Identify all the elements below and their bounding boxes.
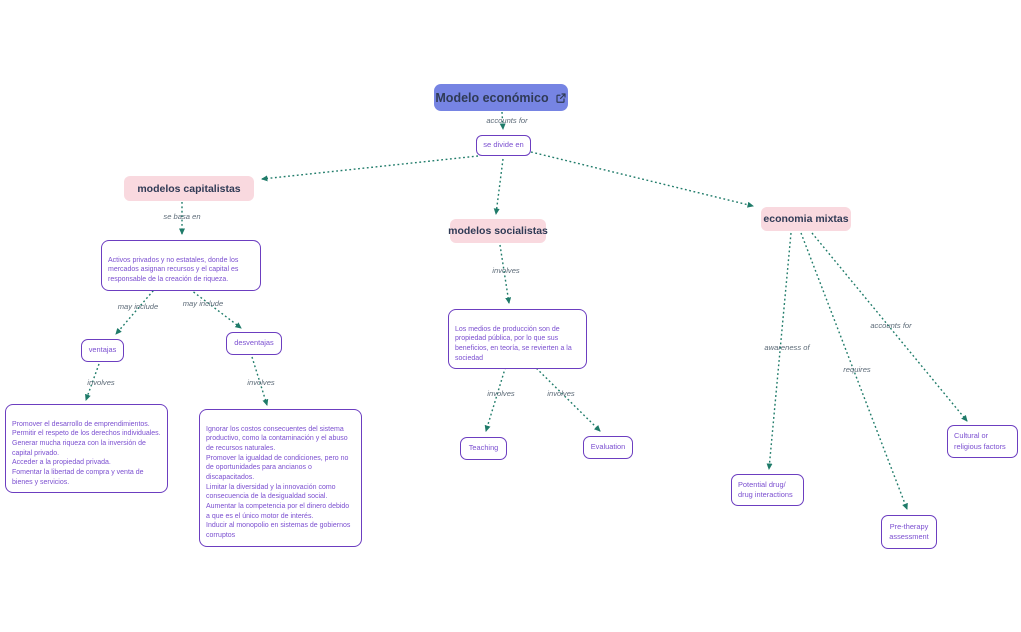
node-label: Cultural or religious factors [954, 431, 1006, 451]
edge-label-may-include-2[interactable]: may include [182, 299, 224, 308]
edge-label-involves-desventajas[interactable]: involves [247, 378, 275, 387]
node-desventajas-detalle[interactable]: Ignorar los costos consecuentes del sist… [199, 409, 362, 547]
node-text: Activos privados y no estatales, donde l… [108, 256, 239, 283]
node-pre-therapy-assessment[interactable]: Pre-therapy assessment [881, 515, 937, 549]
edge-label-involves-evaluation[interactable]: involves [547, 389, 575, 398]
node-teaching[interactable]: Teaching [460, 437, 507, 460]
node-label: Evaluation [590, 442, 626, 452]
edge-label-requires[interactable]: requires [843, 365, 871, 374]
node-evaluation[interactable]: Evaluation [583, 436, 633, 459]
node-label: modelos capitalistas [137, 182, 241, 195]
node-activos-descripcion[interactable]: Activos privados y no estatales, donde l… [101, 240, 261, 291]
edge-label-may-include-1[interactable]: may include [117, 302, 159, 311]
node-ventajas-detalle[interactable]: Promover el desarrollo de emprendimiento… [5, 404, 168, 494]
node-label: se divide en [483, 140, 524, 150]
edge-divide-socialistas [493, 158, 504, 215]
node-text: Los medios de producción son de propieda… [455, 325, 572, 362]
node-economia-mixtas[interactable]: economia mixtas [761, 207, 851, 231]
edge-label-accounts-for-root[interactable]: accounts for [486, 116, 528, 125]
edge-divide-capitalistas [261, 155, 479, 182]
node-label: Potential drug/ drug interactions [738, 479, 793, 499]
node-label: Pre-therapy assessment [889, 521, 929, 541]
node-modelos-capitalistas[interactable]: modelos capitalistas [124, 176, 254, 201]
node-ventajas[interactable]: ventajas [81, 339, 124, 362]
edge-label-se-basa-en[interactable]: se basa en [163, 212, 201, 221]
edge-label-involves-socialistas[interactable]: involves [492, 266, 520, 275]
node-label: economia mixtas [763, 213, 849, 225]
node-se-divide-en[interactable]: se divide en [476, 135, 531, 156]
edge-label-involves-teaching[interactable]: involves [487, 389, 515, 398]
edge-label-awareness-of[interactable]: awareness of [764, 343, 810, 352]
node-label: desventajas [234, 338, 274, 348]
node-label: Modelo económico [435, 90, 549, 105]
edge-label-involves-ventajas[interactable]: involves [87, 378, 115, 387]
node-modelo-economico[interactable]: Modelo económico [434, 84, 568, 111]
external-link-icon[interactable] [555, 92, 567, 104]
node-potential-drug-interactions[interactable]: Potential drug/ drug interactions [731, 474, 804, 506]
edge-divide-mixtas [530, 151, 754, 208]
edge-label-accounts-for-mixtas[interactable]: accounts for [870, 321, 912, 330]
node-desventajas[interactable]: desventajas [226, 332, 282, 355]
node-cultural-religious-factors[interactable]: Cultural or religious factors [947, 425, 1018, 458]
node-medios-descripcion[interactable]: Los medios de producción son de propieda… [448, 309, 587, 370]
node-label: Teaching [468, 443, 499, 453]
node-label: modelos socialistas [448, 225, 548, 237]
node-modelos-socialistas[interactable]: modelos socialistas [448, 219, 548, 243]
node-label: ventajas [88, 345, 117, 355]
node-text: Ignorar los costos consecuentes del sist… [206, 425, 351, 539]
node-text: Promover el desarrollo de emprendimiento… [12, 420, 161, 486]
